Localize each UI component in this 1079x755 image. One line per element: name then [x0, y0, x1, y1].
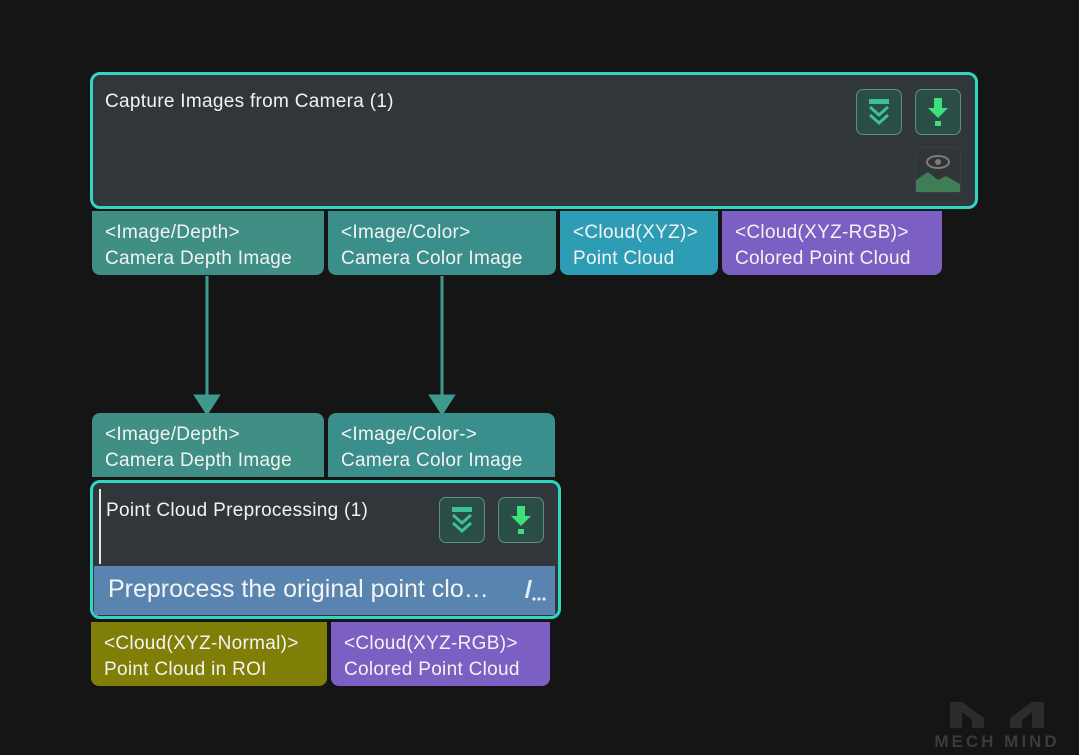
port-name: Camera Color Image — [341, 248, 523, 269]
output-port-colored-point-cloud[interactable]: <Cloud(XYZ-RGB)> Colored Point Cloud — [722, 211, 942, 275]
port-type: <Image/Color> — [341, 222, 471, 243]
input-port-color[interactable]: <Image/Color-> Camera Color Image — [328, 413, 555, 477]
node-description[interactable]: Preprocess the original point clo… — [94, 566, 555, 615]
watermark-text: MECH MIND — [934, 732, 1060, 751]
input-port-depth[interactable]: <Image/Depth> Camera Depth Image — [92, 413, 324, 477]
port-type: <Cloud(XYZ)> — [573, 222, 699, 243]
view-image-icon — [916, 148, 960, 192]
view-image-button[interactable] — [915, 147, 961, 193]
port-type: <Cloud(XYZ-RGB)> — [344, 633, 518, 654]
description-text: Preprocess the original point clo… — [108, 575, 489, 603]
port-type: <Image/Color-> — [341, 424, 478, 445]
text-cursor — [99, 489, 101, 564]
port-name: Colored Point Cloud — [344, 659, 520, 680]
output-port-colored-point-cloud[interactable]: <Cloud(XYZ-RGB)> Colored Point Cloud — [331, 622, 550, 686]
port-name: Point Cloud in ROI — [104, 659, 267, 680]
port-type: <Cloud(XYZ-Normal)> — [104, 633, 299, 654]
output-port-depth[interactable]: <Image/Depth> Camera Depth Image — [92, 211, 324, 275]
edit-icon[interactable] — [519, 576, 547, 609]
port-name: Camera Depth Image — [105, 248, 293, 269]
mech-mind-watermark: MECH MIND — [932, 698, 1062, 751]
port-type: <Cloud(XYZ-RGB)> — [735, 222, 909, 243]
port-name: Point Cloud — [573, 248, 675, 269]
download-button[interactable] — [915, 89, 961, 135]
output-port-point-cloud-roi[interactable]: <Cloud(XYZ-Normal)> Point Cloud in ROI — [91, 622, 327, 686]
port-name: Colored Point Cloud — [735, 248, 911, 269]
download-icon — [509, 505, 533, 535]
collapse-icon — [449, 506, 475, 534]
node-title: Point Cloud Preprocessing (1) — [106, 500, 369, 521]
port-type: <Image/Depth> — [105, 222, 240, 243]
output-port-point-cloud[interactable]: <Cloud(XYZ)> Point Cloud — [560, 211, 718, 275]
download-button[interactable] — [498, 497, 544, 543]
connection-depth-arrow — [193, 394, 221, 416]
port-name: Camera Depth Image — [105, 450, 293, 471]
node-title: Capture Images from Camera (1) — [105, 91, 394, 112]
capture-images-node[interactable]: Capture Images from Camera (1) — [90, 72, 978, 209]
collapse-button[interactable] — [439, 497, 485, 543]
collapse-button[interactable] — [856, 89, 902, 135]
download-icon — [926, 97, 950, 127]
collapse-icon — [866, 98, 892, 126]
connection-color-arrow — [428, 394, 456, 416]
mech-mind-logo-icon — [950, 702, 1044, 728]
output-port-color[interactable]: <Image/Color> Camera Color Image — [328, 211, 556, 275]
port-name: Camera Color Image — [341, 450, 523, 471]
port-type: <Image/Depth> — [105, 424, 240, 445]
